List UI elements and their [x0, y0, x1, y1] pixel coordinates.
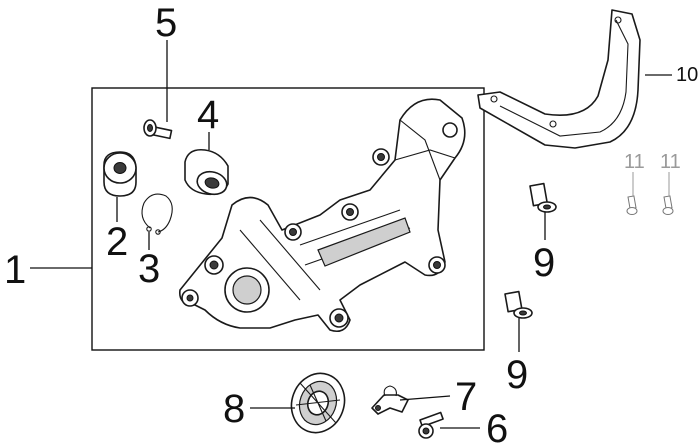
leader-7 [399, 395, 451, 401]
screw-b [662, 195, 674, 215]
circlip [141, 193, 173, 235]
callout-11a: 11 [624, 151, 645, 173]
screw-a [626, 195, 638, 215]
bolt-lower [504, 290, 533, 319]
clip-bracket [371, 385, 409, 415]
assembly-frame [91, 87, 485, 351]
bushing-ring [103, 151, 137, 197]
callout-2: 2 [106, 220, 128, 264]
callout-3: 3 [138, 247, 160, 291]
sleeve [184, 148, 229, 196]
callout-1: 1 [4, 248, 26, 292]
callout-9-lower: 9 [506, 353, 528, 397]
pin-bolt [143, 119, 173, 140]
callout-6: 6 [486, 407, 508, 447]
callout-7: 7 [455, 375, 477, 419]
callout-11b: 11 [660, 151, 681, 173]
callout-5: 5 [155, 1, 177, 45]
caliper-bracket [178, 98, 466, 333]
callout-8: 8 [223, 387, 245, 431]
callout-4: 4 [197, 93, 219, 137]
callout-9-upper: 9 [533, 241, 555, 285]
hub-cap [290, 372, 346, 434]
callout-10: 10 [676, 64, 698, 86]
small-bolt [418, 411, 444, 439]
bolt-upper [529, 182, 557, 213]
guard-plate [477, 9, 641, 149]
